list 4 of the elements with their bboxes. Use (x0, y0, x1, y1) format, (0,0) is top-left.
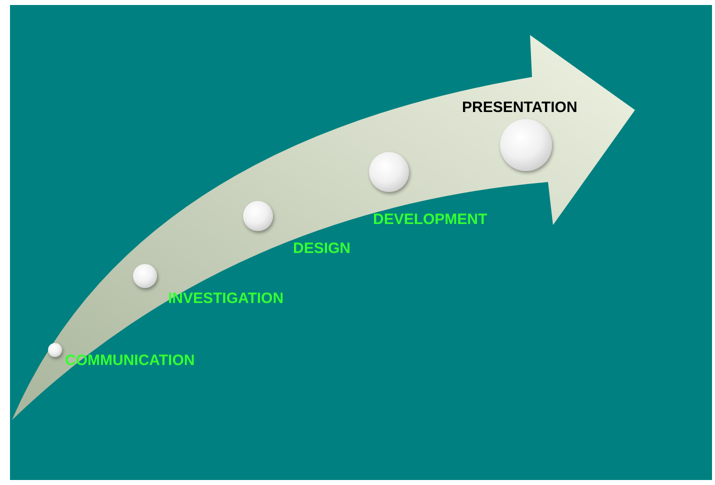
stage-label: PRESENTATION (462, 99, 578, 117)
stage-label: DEVELOPMENT (373, 211, 488, 229)
stage-label: DESIGN (293, 240, 351, 258)
stage-label: INVESTIGATION (168, 290, 284, 308)
